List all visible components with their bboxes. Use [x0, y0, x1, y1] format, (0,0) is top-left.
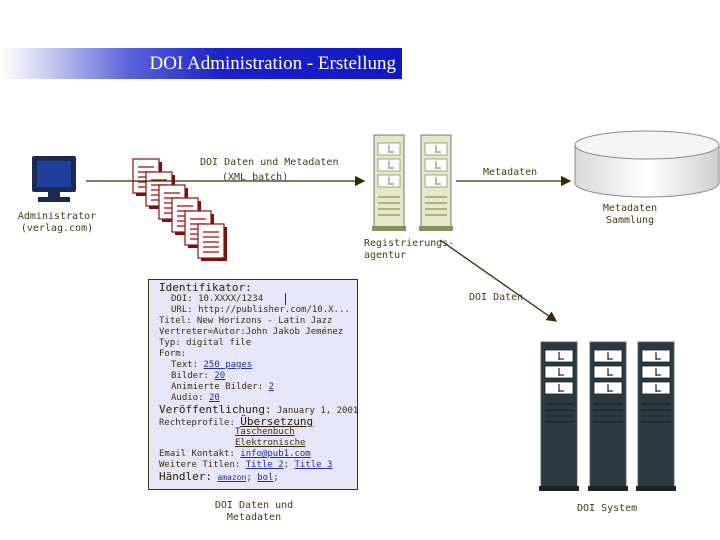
- server-icon-agency-2: [419, 134, 453, 231]
- link-title-3[interactable]: Title 3: [294, 460, 333, 470]
- server-icon-agency-1: [372, 134, 406, 231]
- page-title: DOI Administration - Erstellung: [149, 53, 396, 74]
- record-veroeffentlichung: Veröffentlichung: January 1, 2001: [159, 403, 359, 416]
- link-bilder[interactable]: 20: [214, 371, 226, 381]
- label-registrierungsagentur: Registrierungs-agentur: [364, 238, 455, 261]
- server-icon-doi-3: [636, 341, 676, 491]
- link-animierte-bilder[interactable]: 2: [268, 382, 274, 392]
- record-haendler: Händler: amazon; bol;: [159, 470, 279, 483]
- server-icon-doi-1: [539, 341, 579, 491]
- label-administrator: Administrator(verlag.com): [17, 211, 97, 234]
- metadata-record-panel: Identifikator: DOI: 10.XXXX/1234 URL: ht…: [148, 279, 358, 490]
- record-titel: Titel: New Horizons - Latin Jazz: [159, 316, 333, 326]
- link-email[interactable]: info@pub1.com: [240, 449, 311, 459]
- record-animierte-bilder: Animierte Bilder: 2: [171, 382, 274, 392]
- link-amazon[interactable]: amazon: [217, 473, 247, 482]
- record-text: Text: 250 pages: [171, 360, 253, 370]
- label-xml-batch: (XML batch): [222, 172, 289, 183]
- database-icon: [574, 130, 720, 198]
- link-text-pages[interactable]: 250 pages: [203, 360, 253, 370]
- label-doi-daten: DOI Daten: [469, 292, 524, 303]
- record-typ: Typ: digital file: [159, 338, 252, 348]
- label-doi-system: DOI System: [577, 503, 638, 514]
- link-title-2[interactable]: Title 2: [245, 460, 284, 470]
- record-identifikator: Identifikator:: [159, 281, 252, 294]
- computer-icon: [32, 156, 76, 202]
- record-doi: DOI: 10.XXXX/1234: [171, 294, 264, 304]
- label-metadaten: Metadaten: [483, 167, 538, 178]
- text-cursor: [285, 293, 286, 305]
- server-icon-doi-2: [588, 341, 628, 491]
- record-rechteprofile: Rechteprofile: Übersetzung: [159, 415, 314, 428]
- record-email: Email Kontakt: info@pub1.com: [159, 449, 311, 459]
- record-form: Form:: [159, 349, 187, 359]
- record-url: URL: http://publisher.com/10.X...: [171, 305, 350, 315]
- record-bilder: Bilder: 20: [171, 371, 226, 381]
- record-weitere-titlen: Weitere Titlen: Title 2; Title 3: [159, 460, 333, 470]
- title-bar: DOI Administration - Erstellung: [0, 48, 402, 79]
- link-bol[interactable]: bol: [257, 473, 274, 483]
- document-stack-icon: [132, 158, 227, 261]
- label-doi-data-metadata-top: DOI Daten und Metadaten: [200, 157, 339, 168]
- link-audio[interactable]: 20: [208, 393, 220, 403]
- arrow-agency-to-doi-system: [439, 239, 558, 322]
- record-vertreter: Vertreter=Autor:John Jakob Jeménez: [159, 327, 344, 337]
- link-taschenbuch[interactable]: Taschenbuch: [235, 427, 295, 437]
- link-elektronische[interactable]: Elektronische: [235, 438, 306, 448]
- record-audio: Audio: 20: [171, 393, 220, 403]
- link-uebersetzung[interactable]: Übersetzung: [240, 415, 314, 428]
